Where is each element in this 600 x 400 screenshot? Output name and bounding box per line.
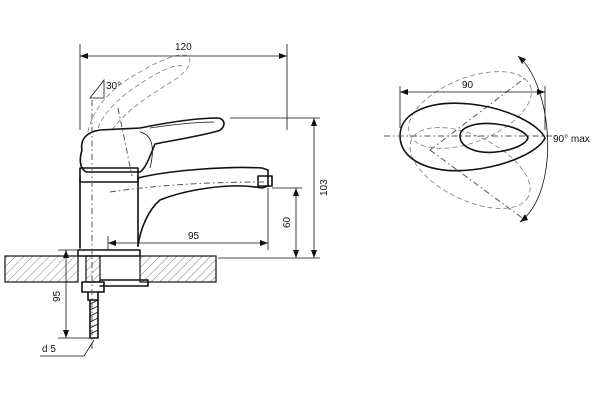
dim-top-width-line: [399, 86, 546, 130]
dim-height-arrow-top: [311, 118, 317, 126]
thread-leader: [40, 339, 95, 357]
top-view: 90° max 90: [384, 55, 590, 223]
dim-height-label: 103: [319, 179, 330, 196]
thread-label: d 5: [42, 344, 56, 355]
dim-reach-label: 95: [188, 231, 200, 242]
tilt-label: 30°: [106, 81, 121, 92]
dim-top-arrow-left: [400, 89, 408, 95]
mounting-flange: [77, 249, 141, 257]
dim-shank-arrow-top: [63, 250, 69, 258]
spout: [137, 166, 269, 247]
dim-outlet-line: [272, 187, 302, 258]
rotation-arrow-bottom: [520, 214, 528, 222]
countertop-left: [4, 255, 79, 283]
dim-reach-arrow-left: [108, 240, 116, 246]
side-view: 120 103 60 95 95 d 5 30°: [4, 42, 330, 357]
dim-width-line: [79, 44, 288, 130]
thread-hatch: [89, 299, 99, 335]
body-collar: [79, 167, 139, 183]
dim-shank-arrow-bottom: [63, 330, 69, 338]
handle-top-outline: [399, 102, 546, 172]
lever-inner-line: [139, 131, 153, 169]
dim-outlet-label: 60: [282, 216, 293, 228]
rotation-axis-upper: [429, 77, 526, 151]
mixer-body: [79, 177, 139, 249]
dim-width-label: 120: [175, 42, 192, 53]
dim-shank-line: [58, 249, 98, 339]
dim-reach-arrow-right: [260, 240, 268, 246]
dim-height-arrow-bottom: [311, 250, 317, 258]
dim-outlet-arrow-top: [293, 188, 299, 196]
lever-axis-dash: [117, 107, 133, 177]
handle-top-inset: [459, 122, 529, 154]
rotation-arrow-top: [518, 56, 526, 64]
lever-ghost-outline: [87, 54, 191, 133]
spout-waterway: [109, 181, 265, 193]
mounting-stud: [85, 255, 101, 283]
dim-outlet-arrow-bottom: [293, 250, 299, 258]
lever-handle: [79, 117, 225, 173]
mounting-nut: [81, 281, 105, 301]
dim-width-arrow-right: [279, 53, 287, 59]
handle-ghost-down: [409, 127, 531, 209]
handle-ghost-up: [408, 71, 532, 149]
rotation-arc: [517, 55, 549, 223]
dim-height-line: [218, 117, 320, 259]
rotation-axis-lower: [429, 149, 526, 221]
mounting-bracket: [99, 279, 149, 287]
lever-grip-line: [149, 121, 215, 129]
dim-width-arrow-left: [80, 53, 88, 59]
lever-ghost-inner: [97, 65, 183, 129]
countertop-right: [139, 255, 217, 283]
dim-shank-label: 95: [52, 290, 63, 302]
rotation-label: 90° max: [553, 134, 590, 145]
tilt-triangle-icon: [89, 78, 105, 99]
dim-top-arrow-right: [537, 89, 545, 95]
spout-aerator: [257, 175, 273, 187]
dim-top-width-label: 90: [462, 80, 474, 91]
